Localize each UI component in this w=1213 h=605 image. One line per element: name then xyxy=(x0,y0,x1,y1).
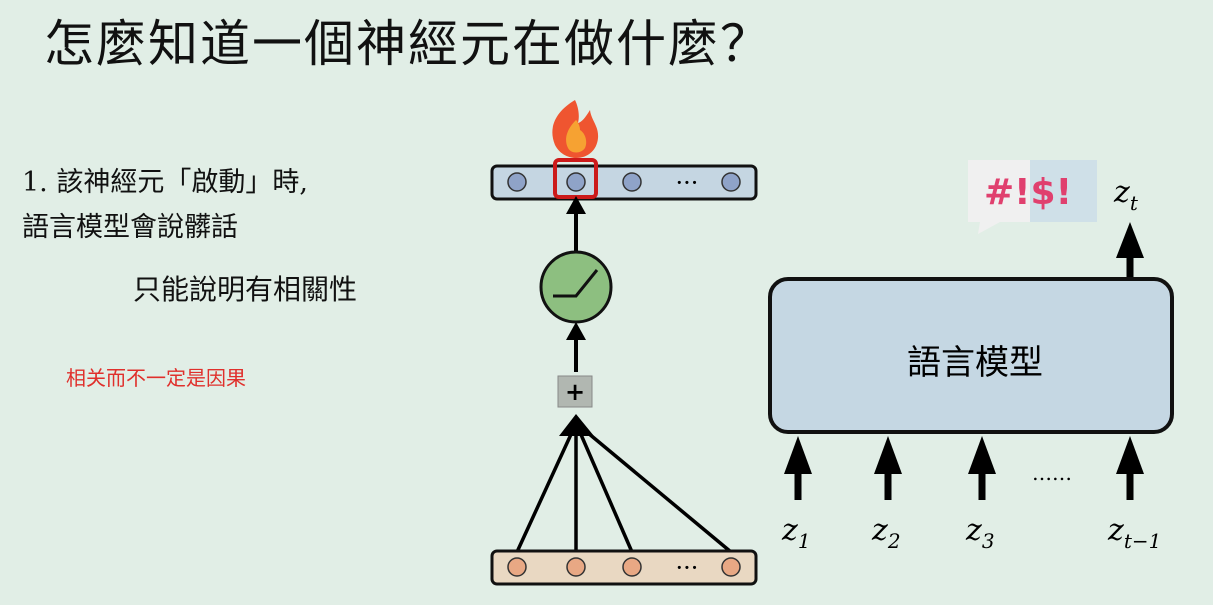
input-ellipsis-dots: …… xyxy=(1032,461,1072,485)
input-connections xyxy=(515,426,733,554)
sum-node: + xyxy=(557,375,593,408)
input-label-z3: z3 xyxy=(965,513,995,553)
input-arrows xyxy=(784,436,1144,500)
point-text-line2: 語言模型會說髒話 xyxy=(22,212,238,243)
model-label: 語言模型 xyxy=(907,343,1043,383)
neuron-ellipsis: ··· xyxy=(676,169,699,197)
neuron-highlighted xyxy=(566,172,586,192)
neuron xyxy=(507,172,527,192)
relu-activation-icon xyxy=(539,250,613,324)
input-label-z2: z2 xyxy=(871,513,901,553)
causation-aside: 相关而不一定是因果 xyxy=(66,366,246,390)
page-title: 怎麼知道一個神經元在做什麼？ xyxy=(44,15,772,73)
hidden-layer: ··· xyxy=(490,158,758,201)
output-label: zt xyxy=(1113,175,1139,215)
language-model-box: 語言模型 xyxy=(768,277,1174,434)
bubble-text: #!$! xyxy=(984,172,1072,213)
speech-bubble-icon: #!$! xyxy=(968,160,1097,234)
input-neuron xyxy=(721,557,741,577)
fire-icon xyxy=(552,100,599,158)
input-label-z1: z1 xyxy=(781,513,811,553)
neuron xyxy=(622,172,642,192)
input-ellipsis: ··· xyxy=(676,554,699,582)
point-text-line1: 1. 該神經元「啟動」時, xyxy=(22,167,308,198)
neuron xyxy=(721,172,741,192)
input-neuron xyxy=(566,557,586,577)
input-layer: ··· xyxy=(490,549,758,586)
input-label-zt-1: zt−1 xyxy=(1107,513,1161,553)
plus-symbol: + xyxy=(565,377,585,406)
input-neuron xyxy=(507,557,527,577)
input-neuron xyxy=(622,557,642,577)
correlation-note: 只能說明有相關性 xyxy=(133,273,358,306)
